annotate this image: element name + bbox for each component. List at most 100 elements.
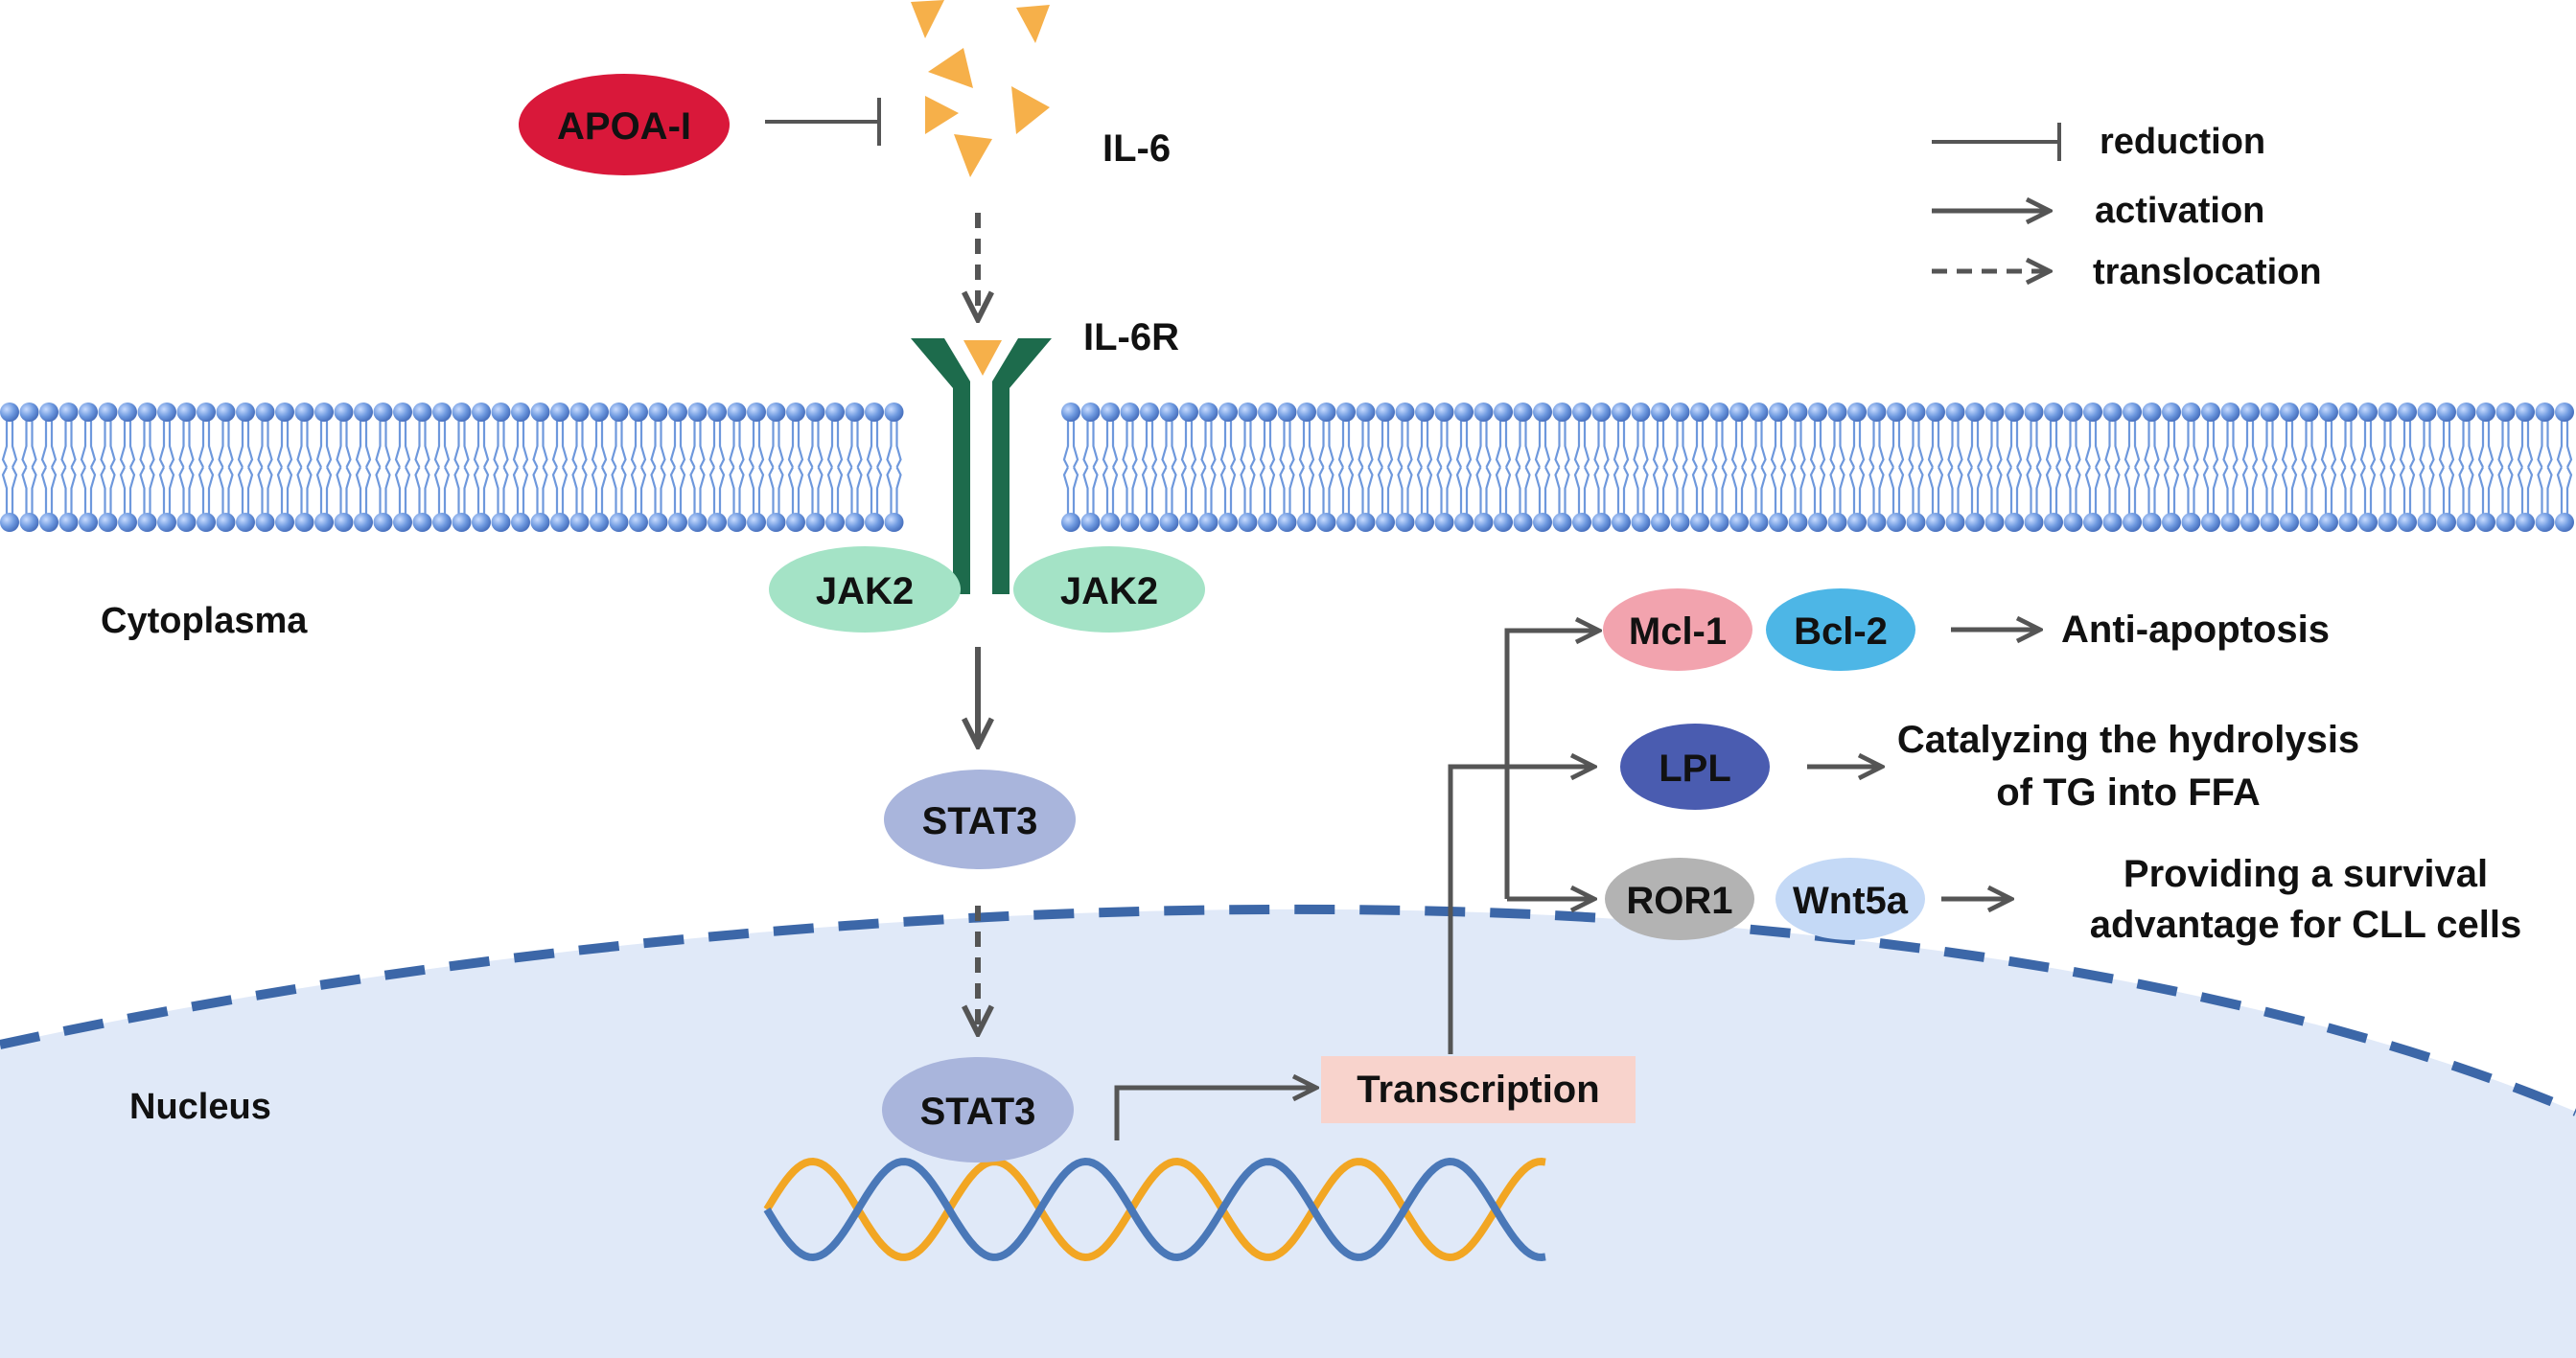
bcl2-label: Bcl-2 (1794, 610, 1888, 653)
lipid-head (1552, 513, 1572, 532)
lipid-head (2123, 403, 2142, 422)
lipid-head (1670, 403, 1690, 422)
lipid-head (1494, 513, 1513, 532)
lipid-tail (80, 420, 97, 515)
legend-translocation-label: translocation (2093, 252, 2322, 292)
lipid-head (58, 403, 79, 422)
lipid-head (39, 403, 58, 422)
lipid-head (1159, 403, 1179, 422)
lipid-head (1906, 513, 1926, 532)
lipid-head (2162, 513, 2181, 532)
lipid-tail (1397, 420, 1413, 515)
lipid-head (491, 513, 511, 532)
lipid-tail (1377, 420, 1394, 515)
lipid-tail (2537, 420, 2553, 515)
lipid-head (0, 513, 19, 532)
lipid-head (1769, 513, 1788, 532)
lipid-head (1218, 513, 1238, 532)
lipid-head (2220, 513, 2240, 532)
lipid-head (1258, 403, 1277, 422)
lipid-head (1984, 403, 2005, 422)
lipid-head (2024, 403, 2044, 422)
stat3-nuc-label: STAT3 (920, 1091, 1036, 1133)
lipid-head (393, 403, 412, 422)
lipid-tail (768, 420, 784, 515)
lipid-tail (2320, 420, 2337, 515)
lipid-tail (2301, 420, 2317, 515)
lipid-head (2142, 513, 2162, 532)
lipid-head (1651, 513, 1670, 532)
lipid-head (2535, 403, 2555, 422)
lipid-head (727, 403, 747, 422)
lipid-head (137, 403, 157, 422)
lipid-head (590, 513, 609, 532)
il6r-receptor (911, 338, 1052, 594)
lipid-head (472, 403, 491, 422)
lipid-tail (2084, 420, 2101, 515)
lipid-head (1867, 513, 1887, 532)
lipid-head (1494, 403, 1513, 422)
lipid-head (1395, 513, 1415, 532)
lipid-head (58, 513, 79, 532)
lipid-head (1926, 403, 1945, 422)
stat3-nucleus: STAT3 (882, 1057, 1074, 1162)
lipid-head (1906, 403, 1926, 422)
dna-strand-blue (763, 1157, 1546, 1262)
lipid-tail (2006, 420, 2023, 515)
lipid-head (275, 403, 294, 422)
transcription-branches (1448, 631, 1596, 1054)
lipid-head (2378, 513, 2398, 532)
lipid-head (1729, 403, 1749, 422)
lipid-head (1612, 403, 1631, 422)
lipid-head (766, 513, 786, 532)
lipid-head (1867, 403, 1887, 422)
lipid-head (609, 513, 629, 532)
mcl1-node: Mcl-1 (1603, 588, 1752, 671)
lipid-tail (650, 420, 666, 515)
lipid-tail (1180, 420, 1197, 515)
catalyzing-line2: of TG into FFA (1996, 771, 2261, 814)
lipid-head (79, 513, 98, 532)
lipid-head (805, 403, 825, 422)
lipid-head (2476, 513, 2495, 532)
lipid-tail (40, 420, 58, 515)
lipid-head (1238, 403, 1258, 422)
lipid-head (1415, 403, 1434, 422)
lipid-head (216, 403, 236, 422)
lipid-head (786, 513, 805, 532)
lipid-head (1179, 513, 1198, 532)
lipid-tail (1082, 420, 1099, 515)
lipid-tail (1122, 420, 1138, 515)
il6r-label: IL-6R (1083, 316, 1179, 358)
lipid-tail (493, 420, 509, 515)
lipid-head (550, 513, 569, 532)
outcome-arrows (1807, 630, 2037, 899)
lipid-head (176, 513, 197, 532)
lipid-head (1454, 403, 1474, 422)
lipid-head (334, 513, 354, 532)
lipid-tail (2065, 420, 2081, 515)
lipid-tail (1062, 420, 1079, 515)
lipid-tail (1986, 420, 2003, 515)
lipid-tail (2241, 420, 2259, 515)
lipid-tail (847, 420, 863, 515)
stat3-cytoplasm: STAT3 (884, 770, 1076, 869)
lipid-tail (1141, 420, 1158, 515)
lipid-head (865, 403, 884, 422)
lipid-head (1434, 513, 1454, 532)
lipid-head (1827, 513, 1847, 532)
lipid-tail (2163, 420, 2180, 515)
lipid-head (197, 403, 216, 422)
lipid-head (2240, 513, 2260, 532)
lipid-head (2162, 403, 2181, 422)
lipid-tail (1475, 420, 1492, 515)
lipid-tail (1593, 420, 1610, 515)
lipid-head (354, 513, 373, 532)
lipid-tail (394, 420, 411, 515)
lipid-head (2555, 513, 2574, 532)
jak2-right-label: JAK2 (1060, 570, 1158, 612)
lipid-tail (1848, 420, 1866, 515)
lipid-tail (669, 420, 686, 515)
lipid-tail (512, 420, 529, 515)
